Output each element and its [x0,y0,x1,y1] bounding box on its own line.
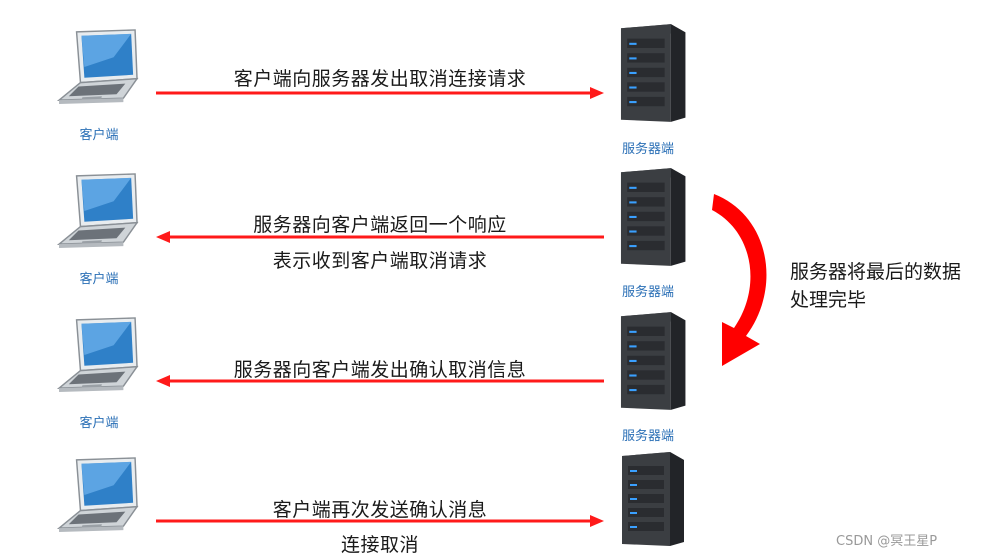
server-tower-icon [606,166,690,270]
step-4-line-2: 连接取消 [340,534,419,556]
curved-arrow-icon [712,194,767,366]
arrow-left-3 [156,375,604,387]
arrow-left-2 [156,231,604,243]
server-tower-icon [606,22,690,126]
step-3-line-1: 服务器向客户端发出确认取消信息 [233,359,527,381]
server-caption: 服务器端 [621,429,674,444]
server-tower-icon [606,310,690,414]
side-note-line-1: 服务器将最后的数据 [790,261,962,283]
step-2-line-1: 服务器向客户端返回一个响应 [253,214,507,236]
laptop-icon [54,316,144,394]
csdn-watermark: CSDN @冥王星P [836,534,938,549]
laptop-icon [54,456,144,534]
step-1-line-1: 客户端向服务器发出取消连接请求 [233,68,527,90]
step-4-line-1: 客户端再次发送确认消息 [272,499,488,521]
laptop-icon [54,172,144,250]
step-2-line-2: 表示收到客户端取消请求 [272,250,488,272]
server-caption: 服务器端 [621,285,674,300]
client-caption: 客户端 [79,272,119,287]
server-caption: 服务器端 [621,142,674,157]
side-note-line-2: 处理完毕 [790,289,867,311]
server-tower-icon [606,450,690,550]
arrow-right-4 [156,515,604,527]
laptop-icon [54,28,144,106]
arrow-right-1 [156,87,604,99]
client-caption: 客户端 [79,128,119,143]
client-caption: 客户端 [79,416,119,431]
